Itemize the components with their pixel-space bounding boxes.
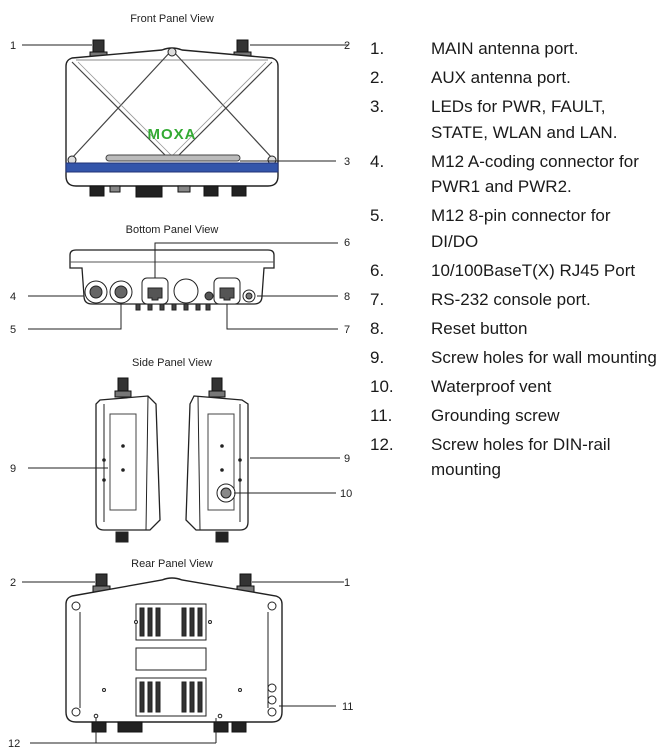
callout-3-front: 3 bbox=[344, 156, 350, 168]
legend-number: 12. bbox=[370, 434, 394, 454]
led-slot bbox=[105, 154, 241, 162]
legend-number: 9. bbox=[370, 347, 385, 367]
callout-6: 6 bbox=[344, 237, 350, 249]
legend-text: LEDs for PWR, FAULT, STATE, WLAN and LAN… bbox=[431, 97, 618, 142]
legend-number: 2. bbox=[370, 68, 385, 87]
callout-5: 5 bbox=[10, 324, 16, 336]
legend-text: MAIN antenna port. bbox=[431, 39, 579, 58]
callout-4: 4 bbox=[10, 291, 16, 303]
legend-item: 6. 10/100BaseT(X) RJ45 Port bbox=[370, 258, 665, 284]
legend-text: M12 A-coding connector for PWR1 and PWR2… bbox=[431, 151, 639, 197]
legend-text: Reset button bbox=[431, 318, 528, 338]
m12-a-coding-connector bbox=[84, 280, 108, 304]
legend-number: 5. bbox=[370, 206, 385, 225]
callout-1-front: 1 bbox=[10, 40, 16, 52]
legend-text: Waterproof vent bbox=[431, 376, 552, 396]
rj45-port bbox=[141, 277, 169, 305]
legend-number: 10. bbox=[370, 376, 394, 396]
callout-2-front: 2 bbox=[344, 40, 350, 52]
legend-text: 10/100BaseT(X) RJ45 Port bbox=[431, 260, 636, 280]
legend-item: 9. Screw holes for wall mounting bbox=[370, 345, 665, 371]
legend-text: RS-232 console port. bbox=[431, 289, 591, 309]
legend-item: 3. LEDs for PWR, FAULT, STATE, WLAN and L… bbox=[370, 94, 665, 145]
legend-item: 8. Reset button bbox=[370, 316, 665, 342]
legend-text: Screw holes for wall mounting bbox=[431, 347, 657, 367]
rear-heatsink-bottom bbox=[135, 677, 207, 717]
moxa-logo: MOXA bbox=[148, 126, 197, 143]
legend-number: 1. bbox=[370, 39, 385, 58]
callout-10: 10 bbox=[340, 488, 352, 500]
legend-item: 10. Waterproof vent bbox=[370, 374, 665, 400]
callout-7: 7 bbox=[344, 324, 350, 336]
legend-list: 1. MAIN antenna port. 2. AUX antenna port.… bbox=[370, 36, 665, 486]
legend-item: 5. M12 8-pin connector for DI/DO bbox=[370, 203, 665, 254]
rear-heatsink-top bbox=[135, 603, 207, 641]
blue-band bbox=[65, 162, 279, 173]
reset-button bbox=[242, 289, 256, 303]
device-diagram: Front Panel View MOXA bbox=[8, 13, 353, 750]
legend-item: 4. M12 A-coding connector for PWR1 and PW… bbox=[370, 149, 665, 200]
rear-view-title: Rear Panel View bbox=[131, 558, 213, 570]
legend-text: M12 8-pin connector for DI/DO bbox=[431, 206, 611, 251]
legend-number: 11. bbox=[370, 405, 393, 425]
legend-item: 1. MAIN antenna port. bbox=[370, 36, 665, 62]
legend-number: 4. bbox=[370, 151, 385, 171]
legend-item: 7. RS-232 console port. bbox=[370, 287, 665, 313]
center-vent bbox=[173, 278, 199, 304]
callout-11: 11 bbox=[342, 701, 353, 713]
side-unit-left bbox=[95, 377, 161, 543]
callout-12: 12 bbox=[8, 738, 20, 750]
legend-text: Grounding screw bbox=[431, 405, 560, 425]
callout-8: 8 bbox=[344, 291, 350, 303]
callout-9-right: 9 bbox=[344, 453, 350, 465]
rs232-console-port bbox=[213, 277, 241, 305]
front-view-title: Front Panel View bbox=[130, 13, 214, 25]
m12-8pin-connector bbox=[109, 280, 133, 304]
legend-number: 8. bbox=[370, 318, 385, 338]
bottom-view-title: Bottom Panel View bbox=[126, 224, 219, 236]
rear-label-plate bbox=[135, 647, 207, 671]
legend-text: Screw holes for DIN-rail mounting bbox=[431, 434, 611, 480]
legend-number: 7. bbox=[370, 289, 385, 309]
callout-2-rear: 2 bbox=[10, 577, 16, 589]
callout-1-rear: 1 bbox=[344, 577, 350, 589]
legend-number: 6. bbox=[370, 260, 385, 280]
side-unit-right bbox=[185, 377, 249, 543]
front-housing bbox=[65, 47, 279, 187]
waterproof-vent bbox=[216, 483, 236, 503]
legend-item: 11. Grounding screw bbox=[370, 403, 665, 429]
legend-text: AUX antenna port. bbox=[431, 68, 571, 87]
grounding-screws bbox=[267, 683, 277, 705]
legend-item: 12. Screw holes for DIN-rail mounting bbox=[370, 432, 665, 483]
legend-item: 2. AUX antenna port. bbox=[370, 65, 665, 91]
callout-9-left: 9 bbox=[10, 463, 16, 475]
legend-number: 3. bbox=[370, 97, 385, 116]
side-view-title: Side Panel View bbox=[132, 357, 212, 369]
